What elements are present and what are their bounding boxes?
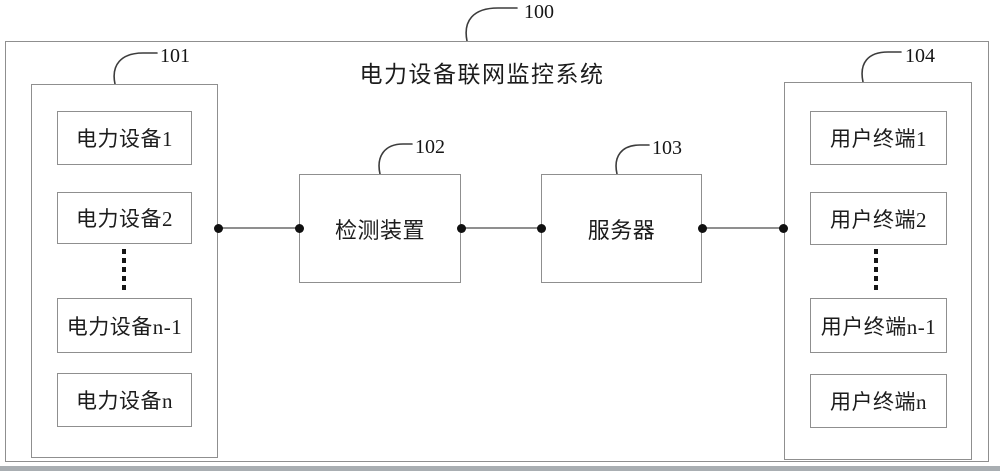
figure-title: 电力设备联网监控系统 xyxy=(359,62,605,87)
terminal-box-1: 用户终端1 xyxy=(810,111,947,165)
terminal-box-n-1: 用户终端n-1 xyxy=(810,298,947,353)
terminal-group-box xyxy=(784,82,972,460)
ref-label-server: 103 xyxy=(652,137,682,159)
ref-label-device-group: 101 xyxy=(160,45,190,67)
connector-dot xyxy=(698,224,707,233)
leader-100 xyxy=(465,7,518,42)
connector-dot xyxy=(537,224,546,233)
ref-label-detector: 102 xyxy=(415,136,445,158)
detector-box: 检测装置 xyxy=(299,174,461,283)
connector-line-server-terminals xyxy=(702,227,783,229)
scan-edge-band xyxy=(0,466,1000,471)
device-box-2: 电力设备2 xyxy=(57,192,192,244)
device-box-1: 电力设备1 xyxy=(57,111,192,165)
terminal-box-n: 用户终端n xyxy=(810,374,947,428)
terminal-box-2: 用户终端2 xyxy=(810,192,947,245)
ref-label-system: 100 xyxy=(524,1,554,23)
device-group-box xyxy=(31,84,218,458)
terminal-ellipsis xyxy=(874,249,878,293)
server-box: 服务器 xyxy=(541,174,702,283)
device-box-n-1: 电力设备n-1 xyxy=(57,298,192,353)
device-box-n: 电力设备n xyxy=(57,373,192,427)
connector-line-detector-server xyxy=(461,227,541,229)
connector-line-devices-detector xyxy=(218,227,299,229)
connector-dot xyxy=(457,224,466,233)
ref-label-terminal-group: 104 xyxy=(905,45,935,67)
connector-dot xyxy=(214,224,223,233)
system-boundary-box xyxy=(5,41,989,462)
connector-dot xyxy=(779,224,788,233)
device-ellipsis xyxy=(122,249,126,293)
connector-dot xyxy=(295,224,304,233)
